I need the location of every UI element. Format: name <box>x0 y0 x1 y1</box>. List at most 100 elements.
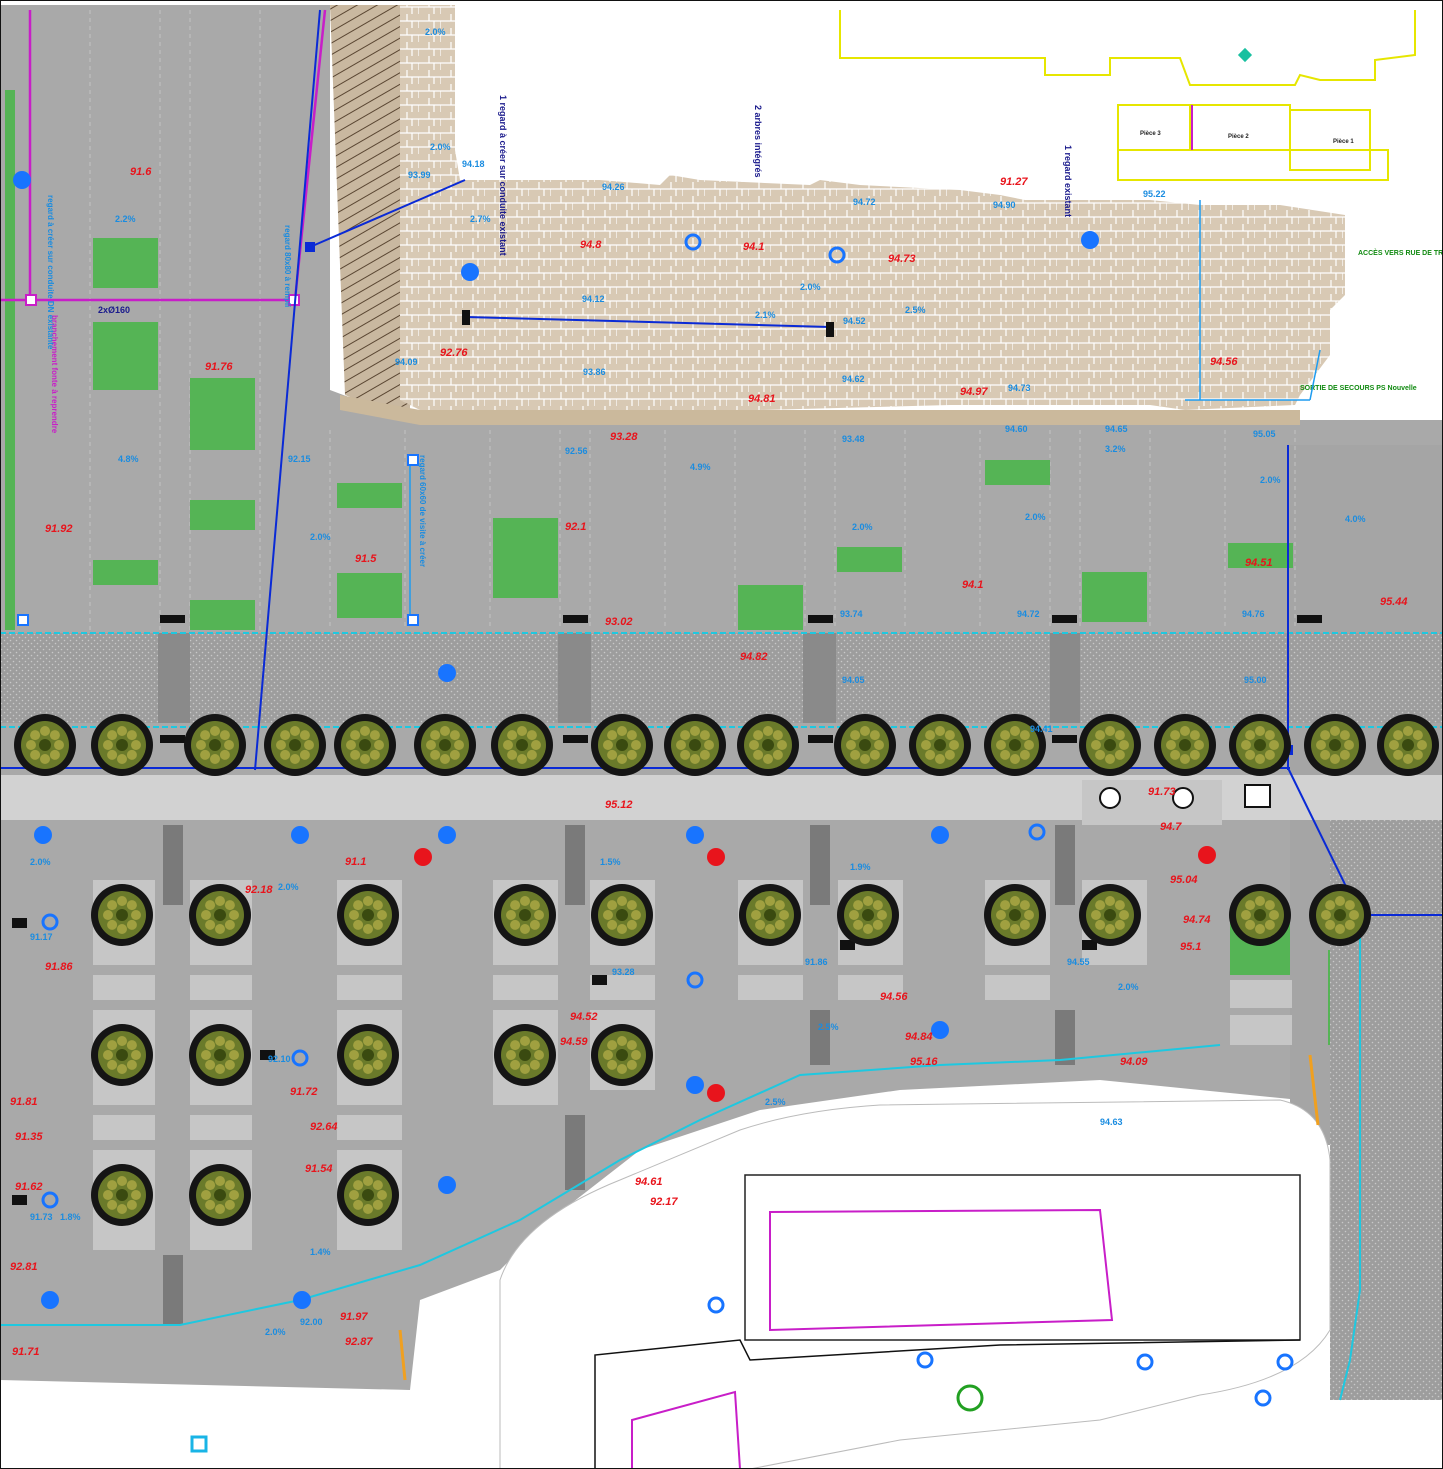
level-red: 94.8 <box>580 239 602 251</box>
tree-symbol <box>1377 714 1439 776</box>
cyan-marker <box>190 1435 208 1453</box>
drain-grate <box>438 1176 456 1194</box>
level-blue: 92.00 <box>300 1317 323 1327</box>
slope-label: 1.8% <box>60 1212 81 1222</box>
slope-label: 2.0% <box>430 142 451 152</box>
level-red: 92.87 <box>345 1336 373 1348</box>
hydrant <box>707 1084 725 1102</box>
tree-symbol <box>1154 714 1216 776</box>
level-blue: 94.72 <box>1017 609 1040 619</box>
level-red: 92.64 <box>310 1121 338 1133</box>
tree-symbol <box>189 1024 251 1086</box>
level-red: 94.1 <box>743 241 764 253</box>
tree-symbol <box>591 714 653 776</box>
tree-symbol <box>184 714 246 776</box>
manhole <box>1254 1389 1272 1407</box>
level-red: 94.1 <box>962 579 983 591</box>
manhole <box>1276 1353 1294 1371</box>
level-red: 94.56 <box>880 991 908 1003</box>
level-red: 94.7 <box>1160 821 1182 833</box>
level-blue: 94.05 <box>842 675 865 685</box>
slope-label: 4.8% <box>118 454 139 464</box>
level-red: 91.71 <box>12 1346 40 1358</box>
lower-building-magenta <box>769 1208 1114 1332</box>
level-red: 91.1 <box>345 856 366 868</box>
level-red: 91.62 <box>15 1181 43 1193</box>
level-red: 95.1 <box>1180 941 1201 953</box>
level-blue: 91.73 <box>30 1212 53 1222</box>
level-red: 92.18 <box>245 884 273 896</box>
level-red: 94.51 <box>1245 557 1273 569</box>
tree-symbol <box>337 1164 399 1226</box>
manhole <box>1028 823 1046 841</box>
level-red: 94.97 <box>960 386 988 398</box>
curb-line-east <box>1339 920 1361 1401</box>
tree-symbol <box>664 714 726 776</box>
level-red: 94.73 <box>888 253 916 265</box>
gutter-bars <box>12 310 1322 1205</box>
slope-label: 2.0% <box>800 282 821 292</box>
level-red: 91.73 <box>1148 786 1176 798</box>
manhole <box>686 971 704 989</box>
level-red: 94.52 <box>570 1011 598 1023</box>
room-3-label: Pièce 3 <box>1140 131 1161 137</box>
slope-label: 2.0% <box>852 522 873 532</box>
drain-grate <box>686 826 704 844</box>
manhole <box>41 1191 59 1209</box>
tree-symbol <box>591 884 653 946</box>
manhole <box>707 1296 725 1314</box>
slope-label: 2.5% <box>905 305 926 315</box>
level-blue: 91.17 <box>30 932 53 942</box>
level-blue: 94.65 <box>1105 424 1128 434</box>
room-1-label: Pièce 1 <box>1333 139 1354 145</box>
accessible-parking-icon <box>1099 784 1271 809</box>
slope-label: 2.0% <box>1025 512 1046 522</box>
tree-symbol <box>739 884 801 946</box>
slope-label: 2.0% <box>1260 475 1281 485</box>
paved-plaza <box>400 5 1345 410</box>
tree-symbol <box>91 1024 153 1086</box>
orange-marker <box>398 1329 407 1381</box>
tree-symbol <box>1079 884 1141 946</box>
drain-grate <box>41 1291 59 1309</box>
manhole <box>828 246 846 264</box>
manhole <box>684 233 702 251</box>
tree-symbol <box>909 714 971 776</box>
level-red: 94.81 <box>748 393 776 405</box>
level-red: 94.09 <box>1120 1056 1148 1068</box>
level-blue: 94.26 <box>602 182 625 192</box>
level-blue: 94.52 <box>843 316 866 326</box>
tree-symbol <box>91 714 153 776</box>
room-2-label: Pièce 2 <box>1228 134 1249 140</box>
drain-grate <box>1081 231 1099 249</box>
level-blue: 92.15 <box>288 454 311 464</box>
tree-symbol <box>837 884 899 946</box>
level-red: 91.27 <box>1000 176 1028 188</box>
inspection-chamber <box>407 454 419 466</box>
lower-building-outline <box>744 1174 1301 1341</box>
tree-symbol <box>494 884 556 946</box>
green-spaces <box>5 90 1358 1045</box>
lower-building-area <box>499 1099 1331 1469</box>
level-blue: 94.63 <box>1100 1117 1123 1127</box>
drain-grate <box>293 1291 311 1309</box>
orange-marker <box>1308 1054 1320 1126</box>
lower-left-white <box>0 1385 410 1469</box>
level-blue: 94.73 <box>1008 383 1031 393</box>
level-red: 91.92 <box>45 523 73 535</box>
drain-grate <box>931 826 949 844</box>
slope-label: 1.4% <box>310 1247 331 1257</box>
level-blue: 94.76 <box>1242 609 1265 619</box>
level-blue: 94.90 <box>993 200 1016 210</box>
level-blue: 93.74 <box>840 609 863 619</box>
plaza-edge <box>340 395 1300 425</box>
manhole <box>41 913 59 931</box>
tree-symbol <box>591 1024 653 1086</box>
building-outline-top-right <box>839 10 1416 181</box>
slope-label: 1.9% <box>850 862 871 872</box>
level-blue: 94.55 <box>1067 957 1090 967</box>
drains-layer <box>13 171 1294 1407</box>
level-red: 94.82 <box>740 651 768 663</box>
network-node <box>305 242 315 252</box>
